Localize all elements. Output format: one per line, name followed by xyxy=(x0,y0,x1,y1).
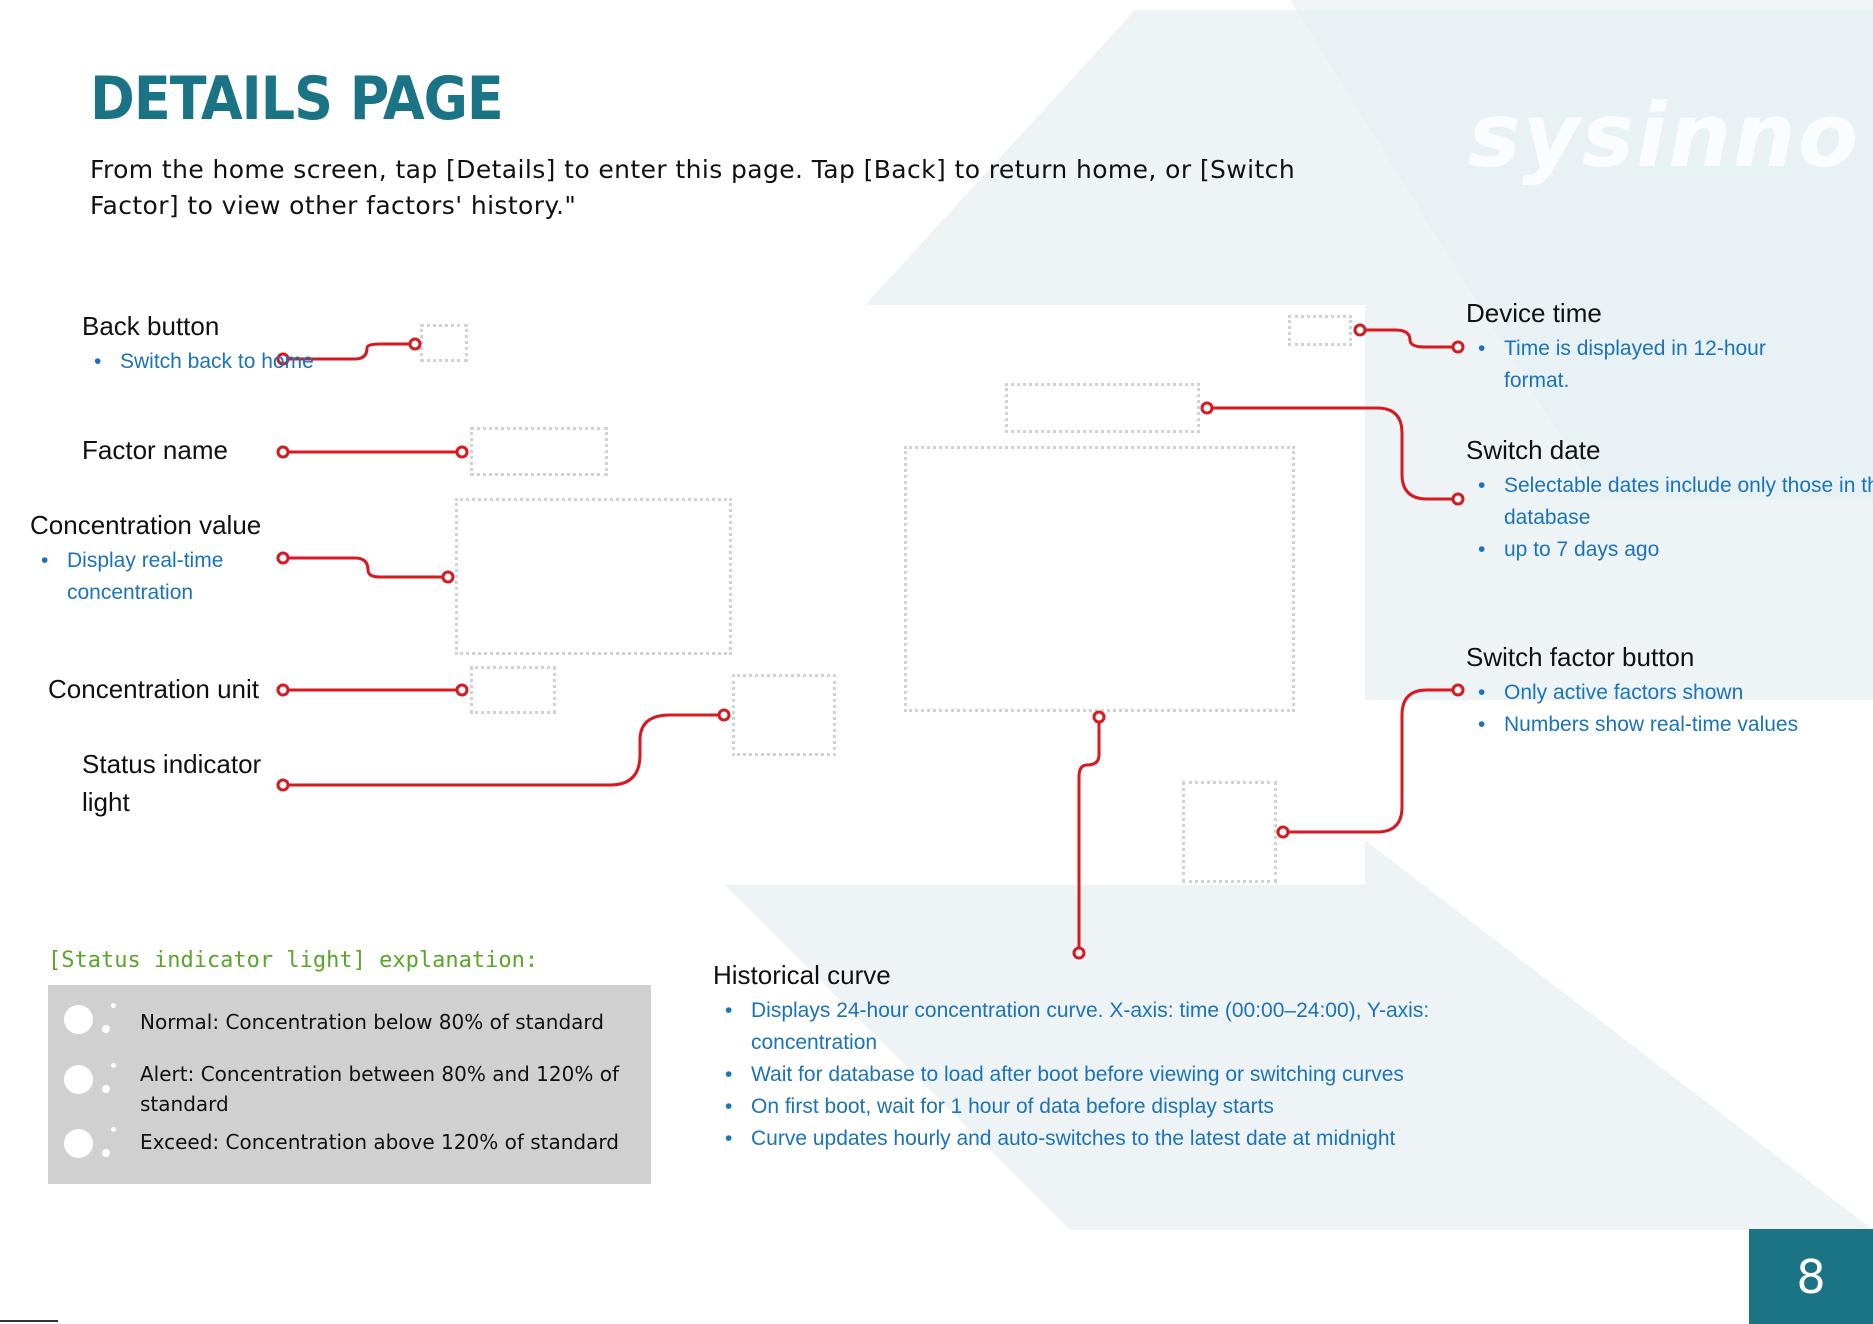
status-light-icon xyxy=(64,1005,93,1034)
status-light-glint-icon xyxy=(111,1003,116,1008)
connector-dot xyxy=(1451,492,1465,506)
connector-back-button xyxy=(283,342,415,361)
list-item: Displays 24-hour concentration curve. X-… xyxy=(725,995,1491,1059)
connector-dot xyxy=(717,708,731,722)
status-text-alert: Alert: Concentration between 80% and 120… xyxy=(140,1062,619,1116)
connector-dot xyxy=(455,683,469,697)
status-light-placeholder xyxy=(732,674,836,756)
connector-dot xyxy=(1451,340,1465,354)
device-time-notes: Time is displayed in 12-hour format. xyxy=(1466,333,1774,397)
page-title: DETAILS PAGE xyxy=(90,64,504,134)
list-item: Only active factors shown xyxy=(1478,677,1873,709)
status-text-normal: Normal: Concentration below 80% of stand… xyxy=(140,1010,604,1034)
device-time-label: Device time xyxy=(1466,298,1602,328)
list-item: Switch back to home xyxy=(94,346,316,378)
list-item: Wait for database to load after boot bef… xyxy=(725,1059,1491,1091)
concentration-unit-label: Concentration unit xyxy=(48,674,260,704)
status-light-icon xyxy=(64,1065,93,1094)
device-time-placeholder xyxy=(1288,315,1352,346)
connector-concentration-value xyxy=(283,556,448,579)
connector-dot xyxy=(276,778,290,792)
switch-factor-placeholder xyxy=(1182,781,1277,883)
status-indicator-label: Status indicator light xyxy=(82,749,262,817)
connector-dot xyxy=(1451,683,1465,697)
connector-status-light xyxy=(283,713,724,787)
page-number: 8 xyxy=(1749,1229,1873,1324)
status-text-exceed: Exceed: Concentration above 120% of stan… xyxy=(140,1130,619,1154)
historical-curve-placeholder xyxy=(904,446,1295,712)
connector-switch-date xyxy=(1207,406,1458,501)
list-item: Selectable dates include only those in t… xyxy=(1478,470,1873,534)
concentration-value-label: Concentration value xyxy=(30,510,262,540)
back-button-notes: Switch back to home xyxy=(82,346,316,378)
concentration-value-placeholder xyxy=(455,498,732,655)
factor-name-label: Factor name xyxy=(82,435,228,465)
concentration-unit-placeholder xyxy=(470,666,556,714)
status-explanation-title: [Status indicator light] explanation: xyxy=(48,948,539,973)
historical-curve-label: Historical curve xyxy=(713,960,891,990)
status-light-glint-icon xyxy=(111,1127,116,1132)
connector-dot xyxy=(1353,323,1367,337)
connector-dot xyxy=(276,445,290,459)
intro-text: From the home screen, tap [Details] to e… xyxy=(90,155,1296,220)
status-light-glint-icon xyxy=(102,1025,110,1033)
connector-dot xyxy=(276,683,290,697)
connector-dot xyxy=(1200,401,1214,415)
back-button-placeholder xyxy=(420,324,468,362)
list-item: Time is displayed in 12-hour format. xyxy=(1478,333,1774,397)
connector-dot xyxy=(1276,825,1290,839)
switch-date-label: Switch date xyxy=(1466,435,1601,465)
switch-factor-notes: Only active factors shown Numbers show r… xyxy=(1466,677,1873,741)
status-light-glint-icon xyxy=(102,1085,110,1093)
connector-historical-curve xyxy=(1077,717,1101,953)
connector-dot xyxy=(455,445,469,459)
list-item: up to 7 days ago xyxy=(1478,534,1873,566)
list-item: On first boot, wait for 1 hour of data b… xyxy=(725,1091,1491,1123)
connector-dot xyxy=(408,337,422,351)
connector-dot xyxy=(441,570,455,584)
list-item: Curve updates hourly and auto-switches t… xyxy=(725,1123,1491,1155)
switch-factor-label: Switch factor button xyxy=(1466,642,1695,672)
connector-device-time xyxy=(1360,328,1458,349)
switch-date-notes: Selectable dates include only those in t… xyxy=(1466,470,1873,566)
concentration-value-notes: Display real-time concentration xyxy=(29,545,297,609)
status-explanation-panel: Normal: Concentration below 80% of stand… xyxy=(48,985,651,1184)
list-item: Numbers show real-time values xyxy=(1478,709,1873,741)
watermark-logo: sysinno xyxy=(1468,84,1861,187)
connector-dot xyxy=(1092,710,1106,724)
back-button-label: Back button xyxy=(82,311,220,341)
historical-curve-notes: Displays 24-hour concentration curve. X-… xyxy=(713,995,1491,1155)
connector-dot xyxy=(1072,946,1086,960)
status-light-glint-icon xyxy=(102,1149,110,1157)
footer-line xyxy=(0,1320,58,1322)
factor-name-placeholder xyxy=(470,427,608,476)
screen-area xyxy=(865,305,1365,885)
connector-switch-factor xyxy=(1283,688,1458,834)
status-light-icon xyxy=(64,1129,93,1158)
list-item: Display real-time concentration xyxy=(41,545,297,609)
status-light-glint-icon xyxy=(111,1063,116,1068)
switch-date-placeholder xyxy=(1005,383,1200,433)
